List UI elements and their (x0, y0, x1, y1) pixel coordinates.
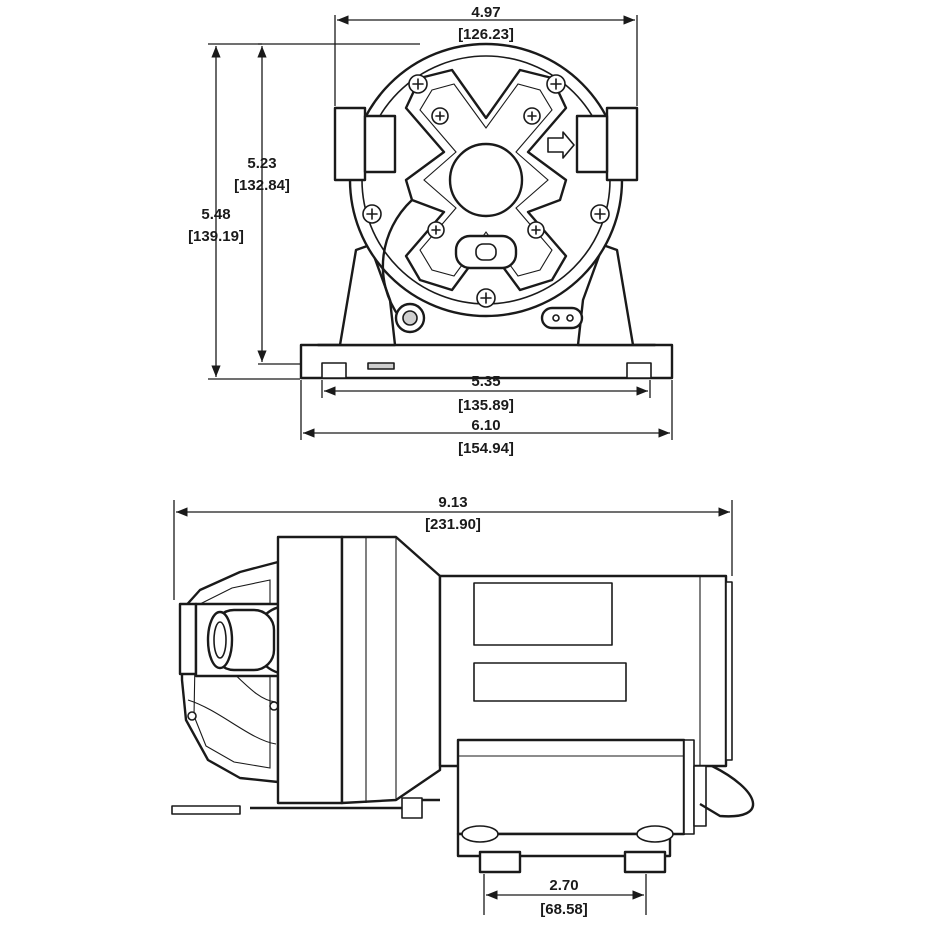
front-screws (362, 74, 610, 308)
side-dim-total-length: 9.13 [231.90] (173, 494, 733, 600)
front-dim-base-mount: 5.35 [135.89] (321, 373, 651, 414)
front-view (299, 42, 674, 380)
dim-top-width-mm: [126.23] (458, 26, 514, 43)
front-flow-arrow (547, 131, 575, 159)
front-drain (540, 306, 584, 330)
side-wire (699, 764, 755, 818)
side-view (171, 535, 755, 874)
side-pump-body (276, 535, 344, 805)
side-foot-right (623, 850, 667, 874)
dim-height-inner-mm: [132.84] (234, 177, 290, 194)
side-label-top (473, 582, 613, 646)
dim-foot-spacing-in: 2.70 (549, 877, 578, 894)
front-dim-height-total: 5.48 [139.19] (188, 43, 300, 380)
dim-height-total-in: 5.48 (201, 206, 230, 223)
front-base-foot-right (626, 362, 652, 379)
dim-base-width-mm: [154.94] (458, 440, 514, 457)
front-base-foot-left (321, 362, 347, 379)
front-wire (381, 199, 413, 319)
front-port-right (605, 106, 639, 182)
front-dim-height-inner: 5.23 [132.84] (234, 43, 420, 365)
dim-top-width-in: 4.97 (471, 4, 500, 21)
side-label-bottom (473, 662, 627, 702)
front-center-boss (448, 142, 524, 218)
front-port-left (333, 106, 367, 182)
dim-height-total-mm: [139.19] (188, 228, 244, 245)
side-dim-foot-spacing: 2.70 [68.58] (483, 874, 647, 918)
dim-foot-spacing-mm: [68.58] (540, 901, 588, 918)
dim-total-length-mm: [231.90] (425, 516, 481, 533)
front-dim-top: 4.97 [126.23] (334, 4, 638, 106)
front-dim-base-width: 6.10 [154.94] (300, 380, 673, 457)
side-foot-left (478, 850, 522, 874)
side-motor-base (456, 738, 686, 836)
front-base-plate (299, 343, 674, 380)
dim-base-mount-in: 5.35 (471, 373, 500, 390)
dim-base-mount-mm: [135.89] (458, 397, 514, 414)
dim-total-length-in: 9.13 (438, 494, 467, 511)
dim-height-inner-in: 5.23 (247, 155, 276, 172)
dim-base-width-in: 6.10 (471, 417, 500, 434)
